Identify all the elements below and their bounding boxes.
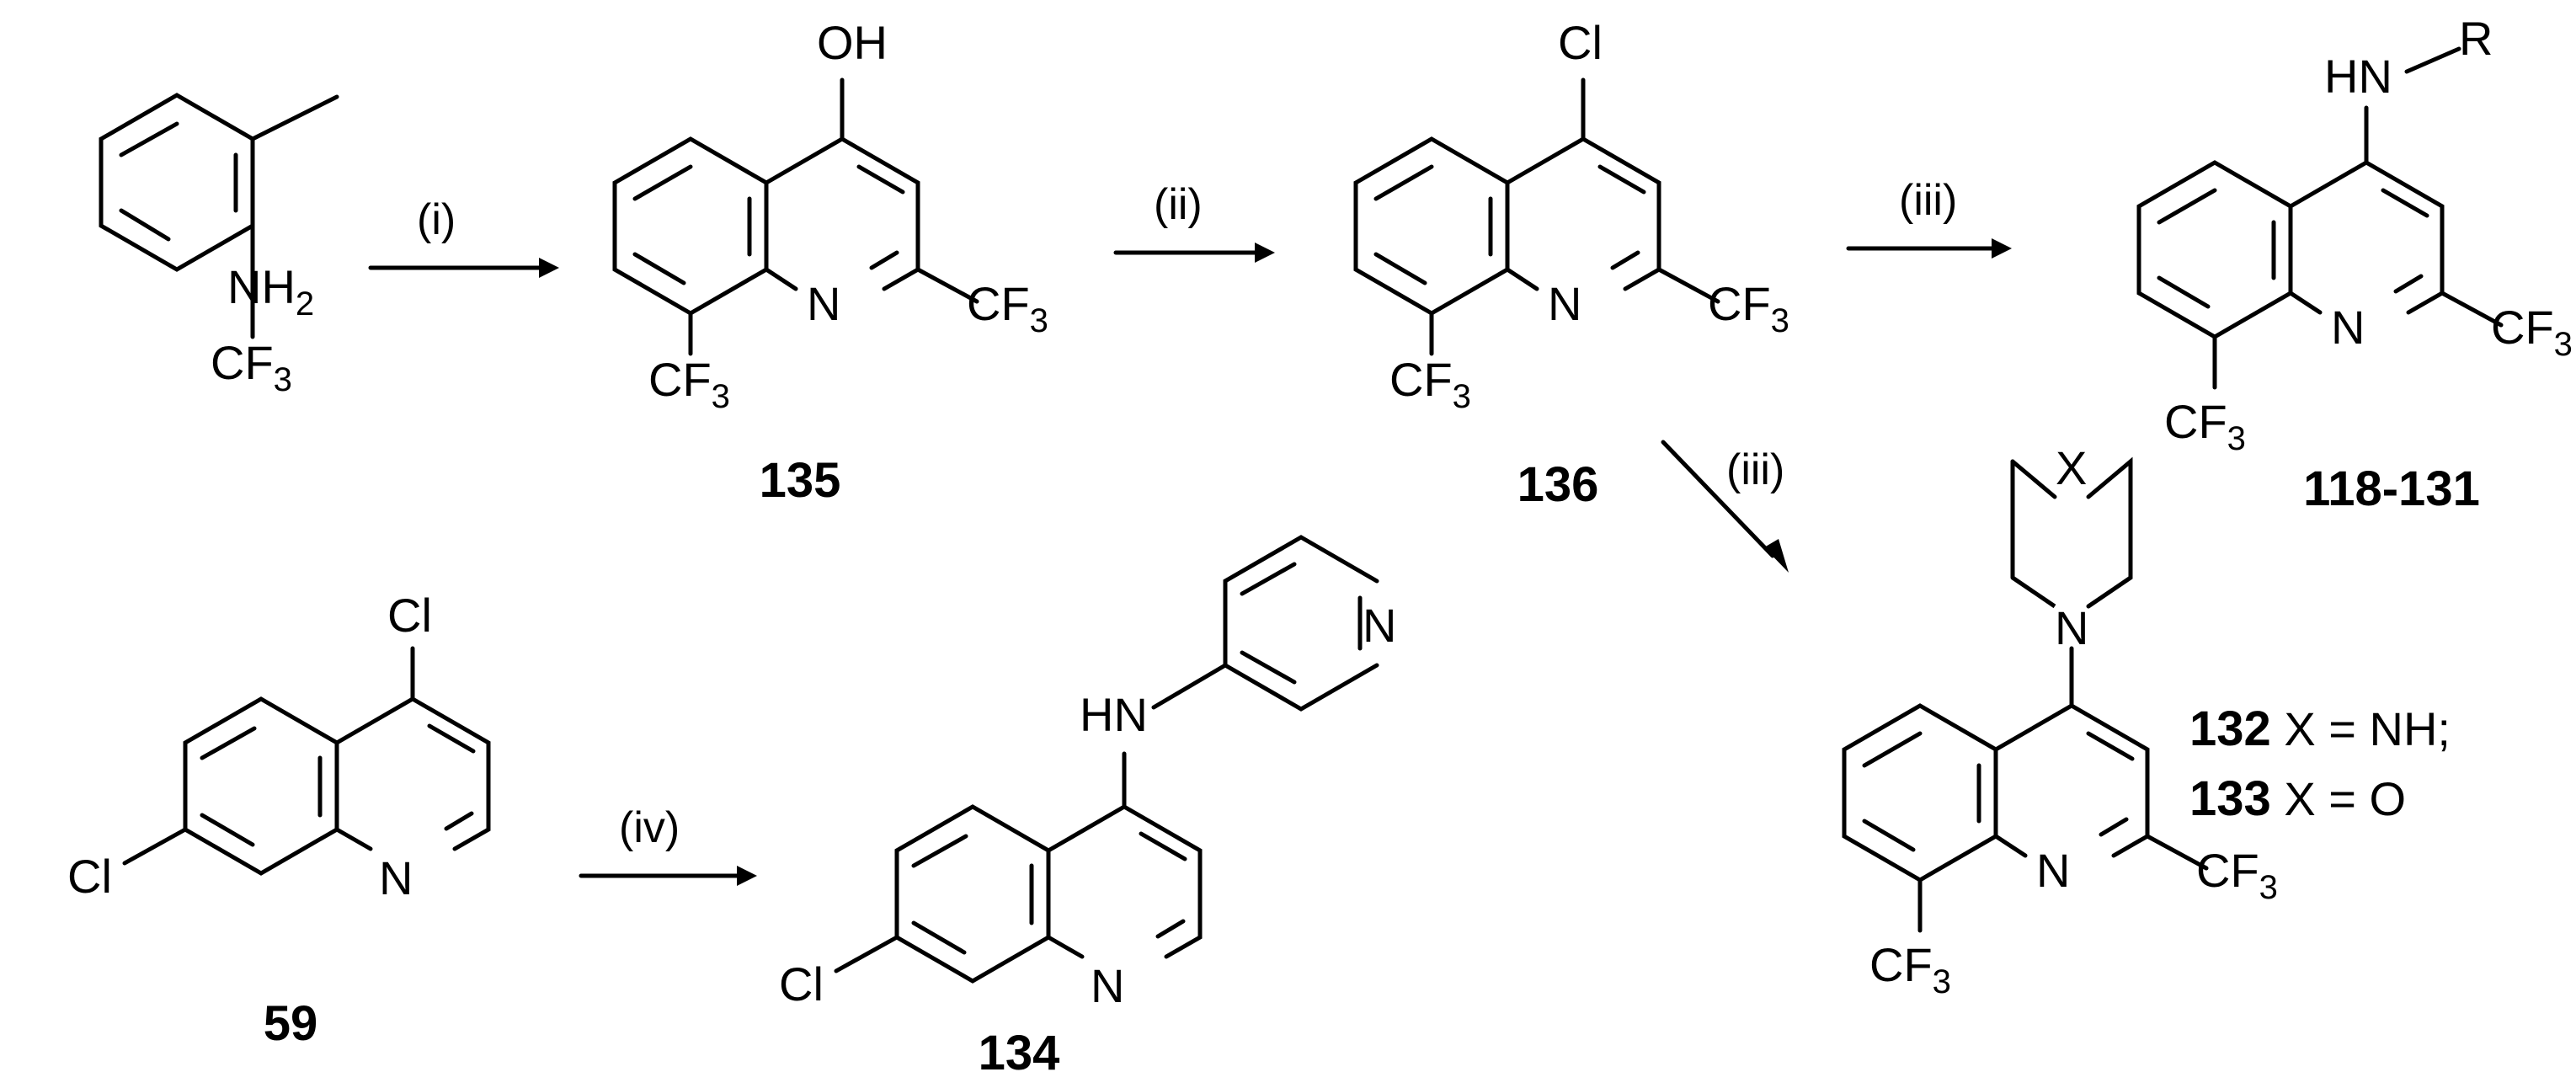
arrow-step-iv: (iv) bbox=[579, 803, 757, 886]
cf3-label: CF3 bbox=[1869, 938, 1951, 1000]
n-label: N bbox=[1363, 599, 1396, 652]
compound-136-structure: Cl N CF3 CF3 136 bbox=[1353, 16, 1789, 512]
cf3-label: CF3 bbox=[2164, 395, 2246, 457]
condition-iv: (iv) bbox=[619, 803, 680, 852]
cf3-label: CF3 bbox=[1389, 353, 1471, 415]
n-label: N bbox=[1548, 277, 1581, 330]
cl-label: Cl bbox=[779, 957, 824, 1011]
aniline-nh2-label: NH2 bbox=[227, 260, 314, 323]
condition-ii: (ii) bbox=[1154, 180, 1203, 229]
compound-134-label: 134 bbox=[979, 1026, 1060, 1080]
hn-label: HN bbox=[1080, 688, 1148, 741]
cf3-label: CF3 bbox=[2491, 301, 2573, 363]
compound-118-131-structure: HN R N CF3 CF3 118-131 bbox=[2136, 12, 2573, 516]
compound-59-label: 59 bbox=[264, 996, 318, 1051]
cl-label: Cl bbox=[67, 850, 112, 903]
hn-label: HN bbox=[2324, 50, 2392, 103]
n-label: N bbox=[1091, 959, 1124, 1012]
legend-133: 133 X = O bbox=[2189, 771, 2406, 826]
compound-135-label: 135 bbox=[760, 453, 841, 508]
condition-i: (i) bbox=[417, 195, 456, 244]
condition-iii: (iii) bbox=[1726, 445, 1784, 494]
n-label: N bbox=[2331, 301, 2365, 354]
arrow-step-ii: (ii) bbox=[1113, 180, 1275, 263]
n-label: N bbox=[2055, 601, 2088, 654]
cf3-label: CF3 bbox=[2196, 844, 2278, 906]
r-label: R bbox=[2459, 12, 2493, 65]
compound-134-structure: HN N Cl N 134 bbox=[779, 535, 1396, 1080]
legend-132: 132 X = NH; bbox=[2189, 701, 2451, 756]
arrow-step-iii-diagonal: (iii) bbox=[1661, 440, 1789, 573]
arrow-step-iii-top: (iii) bbox=[1846, 176, 2012, 259]
n-label: N bbox=[379, 851, 413, 904]
n-label: N bbox=[807, 277, 840, 330]
x-label: X bbox=[2056, 441, 2087, 494]
compound-118-131-label: 118-131 bbox=[2303, 461, 2480, 516]
compound-59-structure: Cl Cl N 59 bbox=[67, 589, 491, 1051]
compound-136-label: 136 bbox=[1517, 457, 1599, 512]
cl-label: Cl bbox=[387, 589, 432, 642]
oh-label: OH bbox=[817, 16, 888, 69]
cf3-label: CF3 bbox=[967, 277, 1048, 339]
cl-label: Cl bbox=[1558, 16, 1603, 69]
compound-132-133-structure: X N N CF3 CF3 bbox=[1842, 441, 2278, 1000]
compound-132-133-legend: 132 X = NH; 133 X = O bbox=[2189, 701, 2451, 826]
aniline-structure: CF3 NH2 bbox=[99, 93, 339, 398]
aniline-cf3-label: CF3 bbox=[211, 336, 292, 398]
n-label: N bbox=[2036, 844, 2070, 897]
compound-135-structure: OH N CF3 CF3 135 bbox=[612, 16, 1048, 508]
arrow-step-i: (i) bbox=[368, 195, 559, 278]
cf3-label: CF3 bbox=[1708, 277, 1789, 339]
condition-iii: (iii) bbox=[1899, 176, 1957, 225]
cf3-label: CF3 bbox=[648, 353, 730, 415]
